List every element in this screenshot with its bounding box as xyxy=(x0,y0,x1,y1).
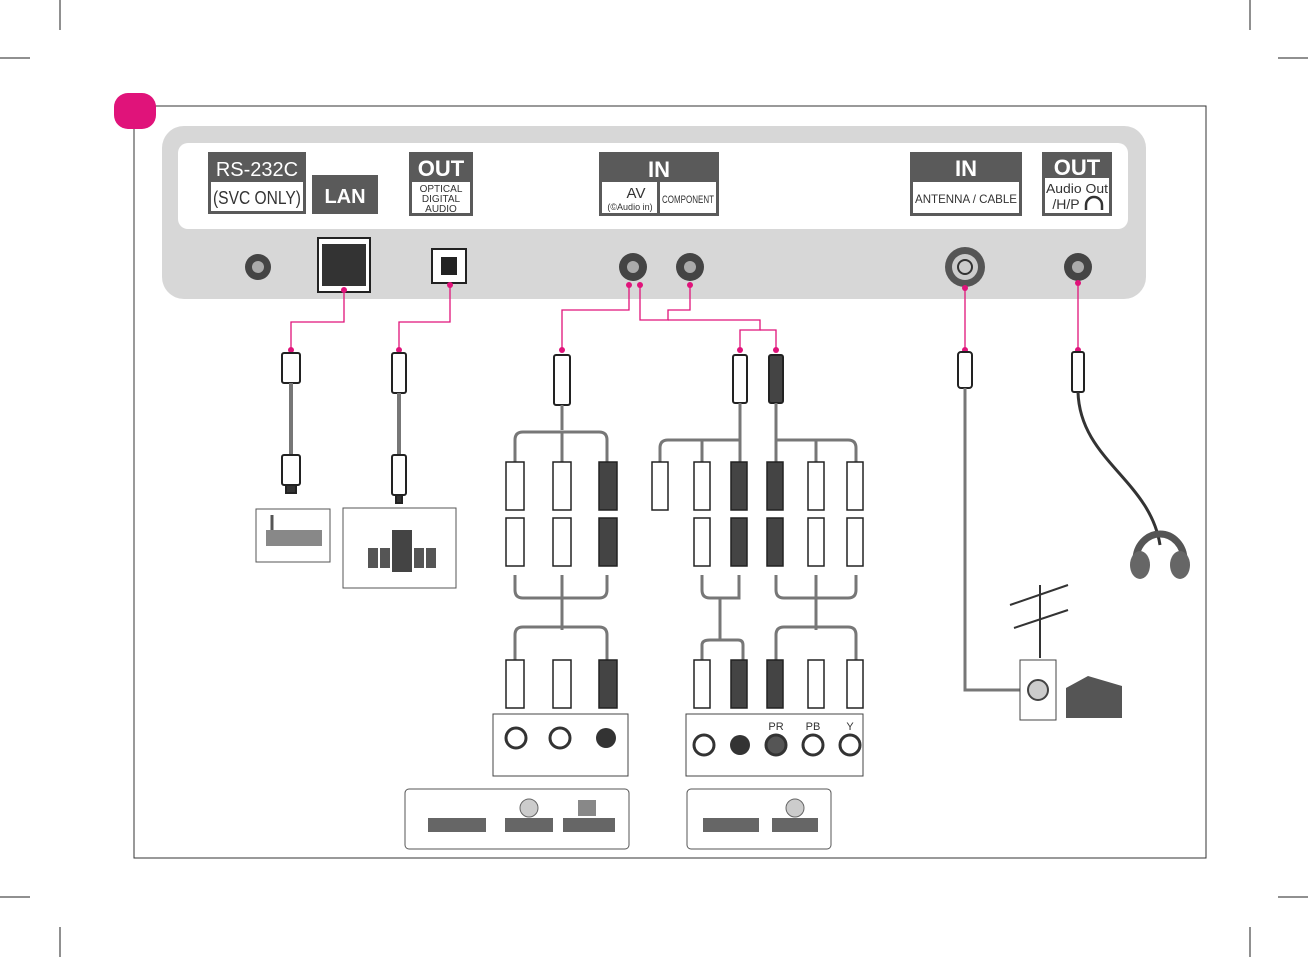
audio-out-line2: /H/P xyxy=(1052,196,1079,212)
av-cable-mid xyxy=(515,575,607,665)
av-label: AV xyxy=(627,185,646,202)
headphone-cable xyxy=(1072,352,1160,545)
audio-out-label: OUT Audio Out /H/P xyxy=(1042,152,1112,216)
antenna-in-label: IN ANTENNA / CABLE xyxy=(910,152,1022,216)
pb-label: PB xyxy=(806,721,821,733)
av-cable xyxy=(515,355,607,470)
av-plugs-top xyxy=(506,462,617,566)
av-plugs-bottom xyxy=(506,660,617,708)
camcorder-icon xyxy=(563,818,615,832)
rs232-title: RS-232C xyxy=(216,159,298,181)
pr-label: PR xyxy=(768,721,783,733)
audio-out-line1: Audio Out xyxy=(1046,181,1108,196)
component-devices-box xyxy=(687,789,831,849)
component-cable-mid xyxy=(702,575,856,665)
optical-line3: AUDIO xyxy=(425,204,457,215)
component-jack-panel: PR PB Y xyxy=(686,714,863,776)
lan-text: LAN xyxy=(324,186,365,208)
vcr-icon xyxy=(772,818,818,832)
av-in-text: IN xyxy=(648,157,670,182)
lan-label: LAN xyxy=(312,175,378,214)
av-in-label: IN AV (©Audio in) COMPONENT xyxy=(599,152,719,216)
rs232-subtitle: (SVC ONLY) xyxy=(213,188,301,208)
dvd-player-icon xyxy=(703,818,759,832)
av-devices-box xyxy=(405,789,629,849)
speaker-system-icon xyxy=(343,508,456,588)
section-marker xyxy=(114,93,156,129)
optical-out-label: OUT OPTICAL DIGITAL AUDIO xyxy=(409,152,473,216)
audio-out-text: OUT xyxy=(1054,155,1101,180)
antenna-label: ANTENNA / CABLE xyxy=(915,192,1017,206)
av-audio-in: (©Audio in) xyxy=(607,202,652,212)
component-label: COMPONENT xyxy=(662,194,714,206)
vcr-icon xyxy=(505,818,553,832)
house-icon xyxy=(1066,676,1122,718)
antenna-cable xyxy=(958,352,1056,720)
rs232-label: RS-232C (SVC ONLY) xyxy=(208,152,306,214)
component-cable xyxy=(660,355,856,470)
dvd-player-icon xyxy=(428,818,486,832)
optical-out-text: OUT xyxy=(418,156,465,181)
component-plugs-top xyxy=(652,462,863,566)
router-icon xyxy=(256,509,330,562)
y-label: Y xyxy=(846,721,854,733)
antenna-icon xyxy=(1010,585,1068,658)
antenna-in-text: IN xyxy=(955,156,977,181)
lan-cable xyxy=(282,353,300,493)
av-jack-panel xyxy=(493,714,628,776)
optical-cable xyxy=(392,353,406,503)
component-plugs-bottom xyxy=(694,660,863,708)
